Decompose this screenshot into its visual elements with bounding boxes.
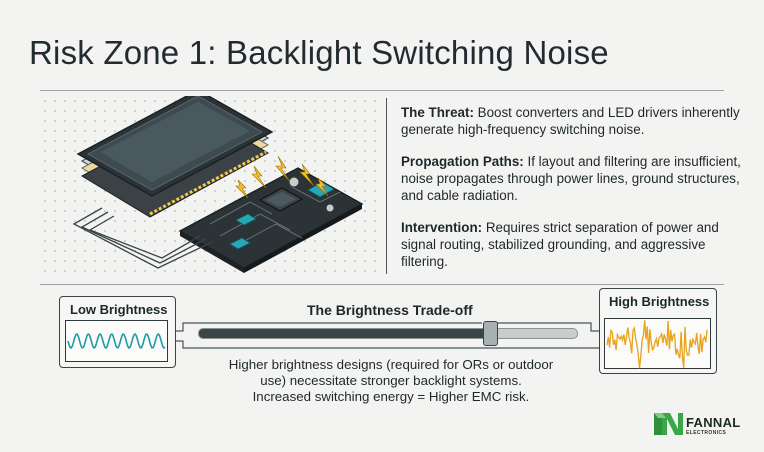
tradeoff-caption: Higher brightness designs (required for …: [201, 357, 581, 405]
brightness-slider-fill: [199, 329, 491, 338]
intervention-point: Intervention: Requires strict separation…: [401, 219, 741, 270]
brightness-slider-track: [198, 328, 578, 339]
high-noise-waveform: [606, 320, 708, 369]
high-brightness-label: High Brightness: [609, 294, 710, 309]
propagation-text: If layout and filtering are insufficient…: [401, 154, 741, 203]
risk-points: The Threat: Boost converters and LED dri…: [401, 104, 741, 285]
low-noise-waveform: [67, 332, 166, 350]
threat-text: Boost converters and LED drivers inheren…: [401, 105, 740, 137]
brightness-slider-thumb: [483, 321, 499, 346]
low-waveform-frame: [65, 320, 168, 362]
caption-line-2: use) necessitate stronger backlight syst…: [260, 373, 522, 388]
low-brightness-label: Low Brightness: [70, 302, 168, 317]
propagation-heading: Propagation Paths:: [401, 154, 524, 169]
page-title: Risk Zone 1: Backlight Switching Noise: [29, 34, 609, 71]
propagation-point: Propagation Paths: If layout and filteri…: [401, 153, 741, 204]
intervention-text: Requires strict separation of power and …: [401, 220, 719, 269]
logo-wordmark: FANNAL: [686, 415, 741, 430]
vertical-divider: [386, 98, 387, 274]
high-waveform-frame: [604, 318, 711, 369]
tradeoff-title: The Brightness Trade-off: [307, 302, 473, 318]
fannal-logo-mark: [654, 413, 683, 435]
threat-heading: The Threat:: [401, 105, 474, 120]
caption-line-3: Increased switching energy = Higher EMC …: [252, 389, 530, 404]
caption-line-1: Higher brightness designs (required for …: [228, 357, 554, 372]
intervention-heading: Intervention:: [401, 220, 483, 235]
backlight-pcb-illustration: [72, 96, 364, 273]
section-divider: [40, 284, 724, 285]
threat-point: The Threat: Boost converters and LED dri…: [401, 104, 741, 138]
title-divider: [40, 90, 724, 91]
logo-subtitle: ELECTRONICS: [686, 430, 727, 436]
